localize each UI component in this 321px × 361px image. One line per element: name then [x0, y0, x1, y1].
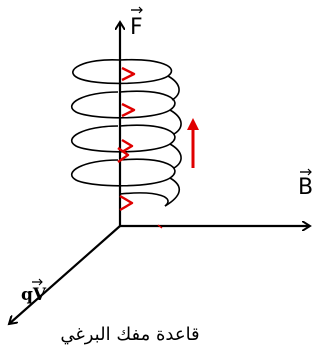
f-label: F: [130, 6, 143, 40]
qv-label: qV: [21, 278, 47, 305]
rotation-arrow-2: [121, 102, 136, 118]
red-tick: [157, 224, 163, 229]
screw-helix-icon: [70, 58, 182, 207]
rule-caption: قاعدة مفك البرغي: [60, 324, 200, 345]
field-label: B: [298, 175, 313, 200]
charge-velocity-label: qV: [21, 285, 47, 305]
rotation-arrow-3: [121, 138, 134, 154]
force-label: F: [130, 15, 143, 40]
qv-axis: [9, 225, 121, 324]
rotation-arrows: [117, 66, 136, 212]
b-label: B: [298, 168, 313, 200]
rotation-arrow-4: [119, 194, 134, 212]
rotation-arrow-3b: [117, 147, 130, 163]
rotation-arrow-1: [121, 66, 136, 82]
